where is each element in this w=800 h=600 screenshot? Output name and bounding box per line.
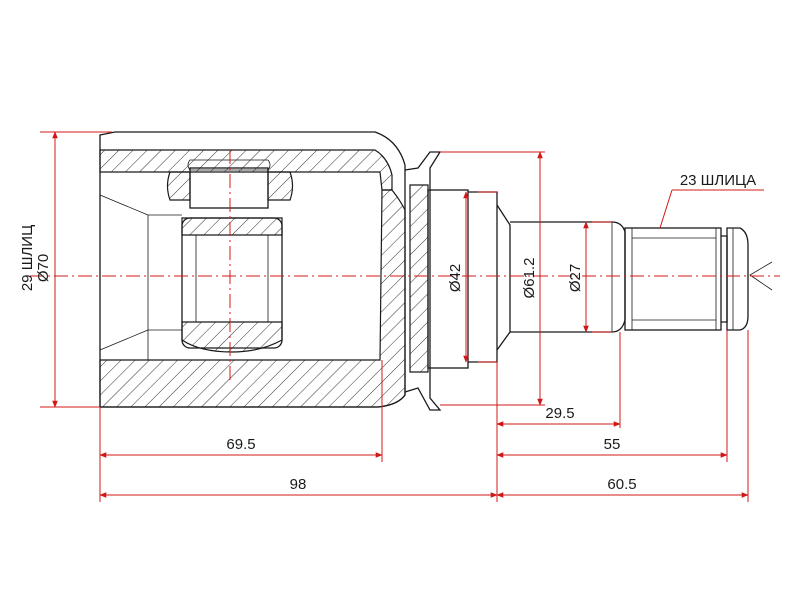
trunnion-top — [181, 217, 283, 236]
label-d70: Ø70 — [35, 254, 52, 282]
label-right-splines: 23 ШЛИЦА — [680, 172, 756, 189]
stem-taper — [496, 204, 511, 351]
extension-lines — [40, 131, 764, 502]
flange-ring — [409, 184, 429, 373]
label-55: 55 — [604, 436, 621, 453]
housing-inner-cone — [99, 194, 149, 351]
label-d42: Ø42 — [447, 264, 464, 292]
dimension-lines — [52, 131, 749, 498]
label-605: 60.5 — [607, 476, 636, 493]
roller-body — [189, 167, 269, 209]
spline-leader — [659, 189, 673, 229]
label-d61: Ø61.2 — [521, 258, 538, 299]
trunnion-bottom — [181, 321, 283, 353]
flange-outline — [404, 151, 442, 411]
label-98: 98 — [290, 476, 307, 493]
label-d27: Ø27 — [567, 264, 584, 292]
label-295: 29.5 — [545, 405, 574, 422]
roller-right-block — [267, 171, 294, 201]
roller-left-block — [166, 171, 191, 201]
stem-d42 — [468, 191, 498, 363]
shaft-end — [726, 227, 749, 331]
housing — [99, 131, 406, 408]
label-69: 69.5 — [226, 436, 255, 453]
circlip-groove — [721, 235, 728, 323]
end-mark — [749, 261, 773, 291]
tripod-assembly — [166, 159, 294, 353]
dimension-labels: 29 ШЛИЦ Ø70 Ø42 Ø61.2 Ø27 23 ШЛИЦА 69.5 … — [19, 172, 756, 493]
splined-section — [624, 227, 722, 331]
label-left-splines: 29 ШЛИЦ — [19, 225, 36, 291]
housing-side-wall — [99, 189, 406, 408]
center-lines — [30, 150, 780, 380]
